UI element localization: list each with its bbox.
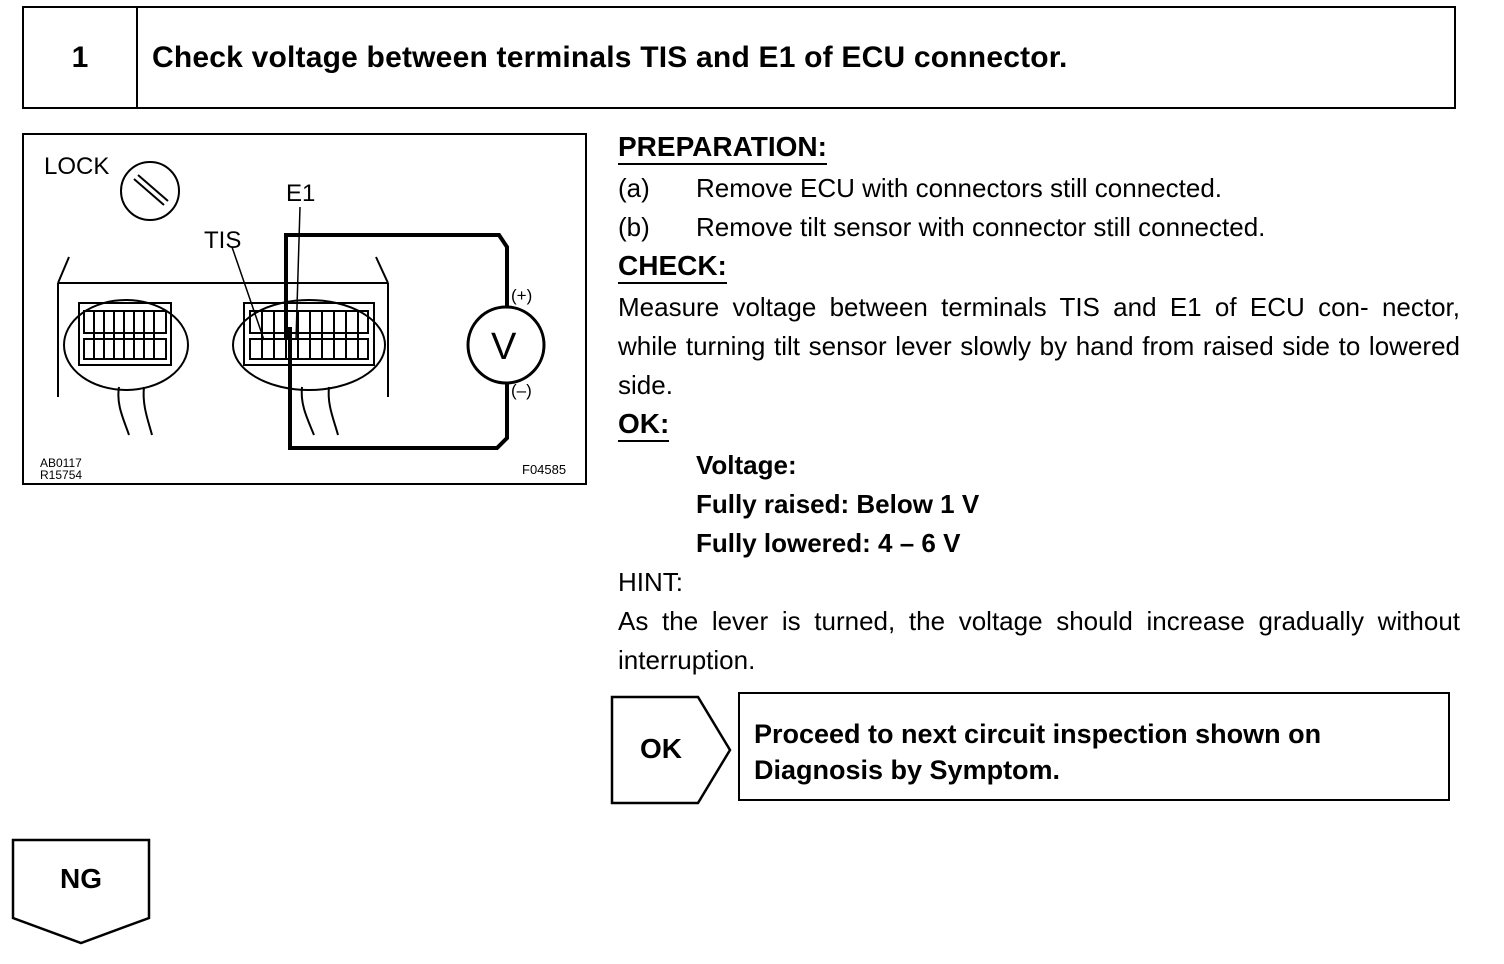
- ok-heading: OK:: [618, 408, 670, 442]
- check-text: Measure voltage between terminals TIS an…: [618, 292, 1460, 400]
- voltmeter-symbol: V: [491, 326, 517, 368]
- step-title: Check voltage between terminals TIS and …: [152, 40, 1068, 74]
- plus-probe-wire: [284, 233, 509, 340]
- ecu-housing: [57, 256, 389, 397]
- ok-result-box: Proceed to next circuit inspection shown…: [738, 692, 1450, 801]
- step-number: 1: [24, 8, 138, 107]
- preparation-item: (a) Remove ECU with connectors still con…: [618, 169, 1460, 208]
- wiring-figure: LOCK E1 TIS V (+) (–) AB0117 R15754 F045…: [22, 133, 587, 485]
- spec-line: Fully lowered: 4 – 6 V: [696, 528, 961, 558]
- preparation-heading: PREPARATION:: [618, 131, 827, 165]
- plus-label: (+): [511, 286, 533, 305]
- tis-leader: [231, 246, 265, 341]
- hint-heading: HINT:: [618, 567, 683, 597]
- spec-line: Voltage:: [696, 450, 797, 480]
- instructions: PREPARATION: (a) Remove ECU with connect…: [618, 128, 1460, 680]
- hint-text: As the lever is turned, the voltage shou…: [618, 606, 1460, 675]
- figure-code-2: R15754: [40, 468, 83, 482]
- figure-code-1: AB0117: [40, 456, 82, 470]
- minus-label: (–): [511, 381, 532, 400]
- left-connector: [63, 299, 189, 436]
- item-letter: (a): [618, 173, 650, 203]
- ng-arrow-shape: [11, 838, 151, 945]
- item-letter: (b): [618, 212, 650, 242]
- right-connector: [232, 299, 386, 436]
- figure-code-3: F04585: [522, 462, 567, 477]
- voltmeter-icon: [466, 305, 546, 385]
- preparation-item: (b) Remove tilt sensor with connector st…: [618, 208, 1460, 247]
- lock-label: LOCK: [44, 153, 110, 180]
- minus-probe-wire: [288, 327, 509, 450]
- e1-label: E1: [286, 180, 316, 207]
- spec-line: Fully raised: Below 1 V: [696, 489, 980, 519]
- check-heading: CHECK:: [618, 250, 727, 284]
- ok-branch-label: OK: [640, 733, 682, 764]
- tis-label: TIS: [204, 227, 242, 254]
- ok-arrow-shape: [610, 695, 732, 805]
- ng-branch-label: NG: [60, 863, 102, 894]
- e1-leader: [295, 206, 301, 341]
- item-text: Remove tilt sensor with connector still …: [696, 212, 1266, 242]
- item-text: Remove ECU with connectors still connect…: [696, 173, 1223, 203]
- step-header: 1 Check voltage between terminals TIS an…: [22, 6, 1456, 109]
- connector-diagram: [57, 161, 546, 450]
- lock-icon: [120, 161, 180, 221]
